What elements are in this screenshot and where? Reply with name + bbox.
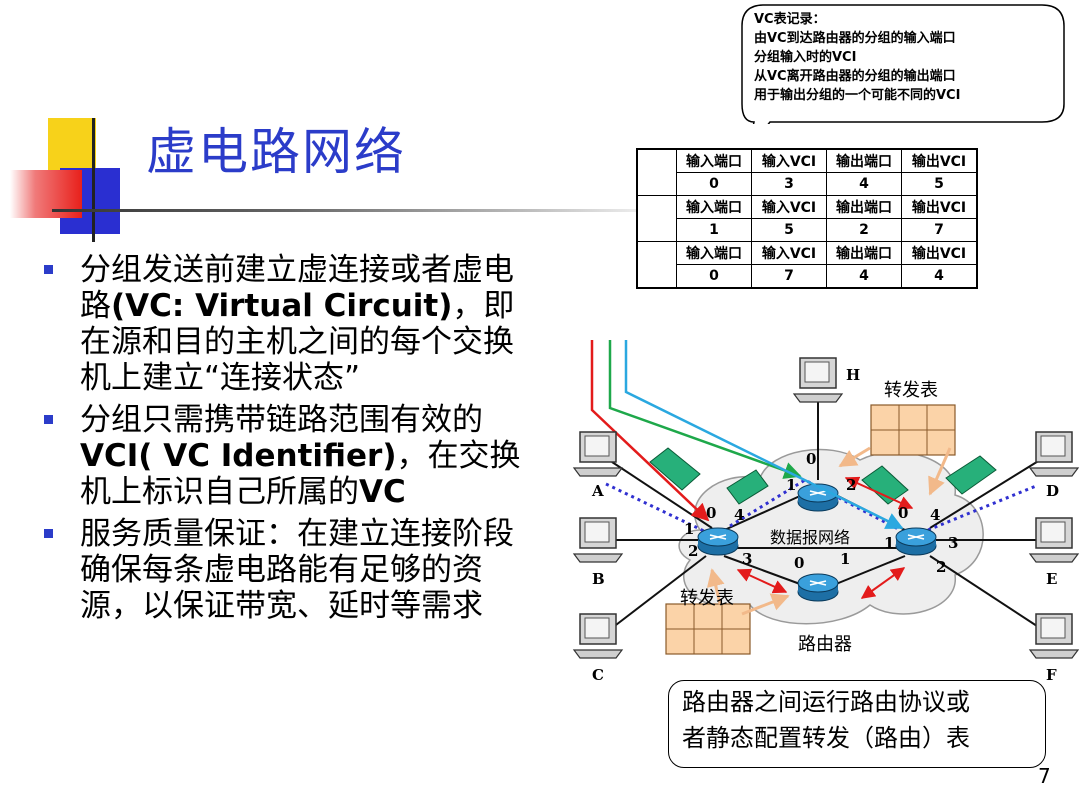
vc-table-callout-bubble [741,4,1065,124]
host-label-e: E [1046,570,1058,588]
vc-dotted-path-middle [729,478,901,532]
port-label: 0 [706,504,717,522]
port-label: 2 [846,476,857,494]
table-row: 输入端口 输入VCI 输出端口 输出VCI [636,148,978,196]
host-f-icon [1029,613,1079,659]
host-h-icon [793,357,843,403]
port-label: 2 [936,558,947,576]
title-underline [52,209,642,212]
router-label: 路由器 [798,634,852,655]
routing-protocol-callout [668,680,1046,768]
host-label-h: H [846,366,861,384]
vc-dotted-path-right [927,484,1037,532]
router-left-icon [697,527,739,556]
title-deco-vertical-line [92,118,95,242]
table-row: 0 7 4 4 [637,264,978,289]
network-label: 数据报网络 [770,528,851,547]
bullet-item-3: 服务质量保证：在建立连接阶段确保每条虚电路能有足够的资源，以保证带宽、延时等需求 [38,516,538,624]
host-label-a: A [592,482,604,500]
port-label: 0 [898,504,909,522]
host-label-f: F [1046,666,1057,684]
router-bottom-icon [797,573,839,602]
table-row: 输入端口 输入VCI 输出端口 输出VCI [636,195,978,242]
host-label-c: C [592,666,604,684]
host-b-icon [573,517,623,563]
vc-table: 输入端口 输入VCI 输出端口 输出VCI 0 3 4 5 输入端口 输入VCI… [636,148,978,289]
vc-dotted-path-left [605,482,707,534]
packet-icon [649,447,701,491]
port-label: 1 [884,534,895,552]
port-label: 3 [948,534,959,552]
forwarding-table-label-top: 转发表 [884,380,938,401]
port-label: 0 [794,554,805,572]
bullet-list: 分组发送前建立虚连接或者虚电路(VC: Virtual Circuit)，即在源… [38,252,538,630]
port-label: 0 [806,450,817,468]
host-d-icon [1029,431,1079,477]
forwarding-table-bottom [665,603,751,655]
bullet-marker [44,415,53,424]
table-row-marker [636,195,677,242]
router-right-icon [895,527,937,556]
port-label: 3 [742,550,753,568]
port-label: 4 [930,506,941,524]
bullet-marker [44,529,53,538]
port-label: 4 [734,506,745,524]
port-label: 1 [684,520,695,538]
vc-line-red [590,340,710,522]
table-row-marker [636,241,677,289]
port-label: 2 [688,542,699,560]
bullet-marker [44,265,53,274]
slide-number: 7 [1038,764,1051,788]
vc-line-blue [624,340,904,530]
bullet-item-1: 分组发送前建立虚连接或者虚电路(VC: Virtual Circuit)，即在源… [38,252,538,396]
host-e-icon [1029,517,1079,563]
port-label: 1 [840,550,851,568]
packet-icon [945,455,997,495]
port-label: 1 [786,476,797,494]
host-label-d: D [1046,482,1060,500]
host-label-b: B [592,570,605,588]
table-row: 输入端口 输入VCI 输出端口 输出VCI [636,241,978,289]
host-c-icon [573,613,623,659]
vc-line-green [608,340,802,479]
host-a-icon [573,431,623,477]
vc-table-callout-text: VC表记录： 由VC到达路由器的分组的输入端口 分组输入时的VCI 从VC离开路… [754,12,961,103]
router-top-icon [797,483,839,512]
network-diagram [573,340,1079,659]
forwarding-table-label-bottom: 转发表 [680,588,734,609]
routing-protocol-callout-text: 路由器之间运行路由协议或 者静态配置转发（路由）表 [682,688,970,752]
table-row-marker [636,148,677,196]
forwarding-table-top [870,404,956,456]
table-row: 1 5 2 7 [637,218,978,242]
table-row: 0 3 4 5 [637,172,978,196]
packet-icon [726,469,769,505]
bullet-item-2: 分组只需携带链路范围有效的VCI( VC Identifier)，在交换机上标识… [38,402,538,510]
page-title: 虚电路网络 [146,123,406,181]
